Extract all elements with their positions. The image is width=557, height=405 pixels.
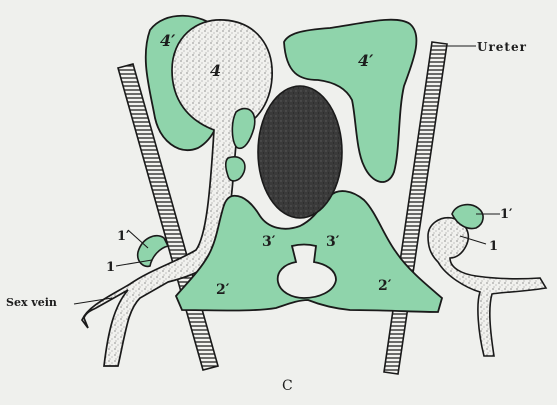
label-1-left: 1 xyxy=(106,260,115,275)
dark-central-mass xyxy=(258,86,342,218)
tissue-fragment-upper xyxy=(232,109,254,149)
tissue-fragment-lower xyxy=(226,157,245,181)
label-1-right: 1 xyxy=(489,239,498,254)
label-4-prime-right: 4′ xyxy=(358,51,374,70)
label-2-prime-right: 2′ xyxy=(378,278,392,294)
label-4-prime-left: 4′ xyxy=(160,31,176,50)
label-sex-vein: Sex vein xyxy=(6,296,57,309)
leader-1-prime-left xyxy=(128,230,148,248)
label-1-prime-left: 1′ xyxy=(117,229,130,244)
label-1-prime-right: 1′ xyxy=(500,207,513,222)
label-3-prime-left: 3′ xyxy=(262,234,276,250)
label-3-prime-right: 3′ xyxy=(326,234,340,250)
label-ureter: Ureter xyxy=(477,40,527,54)
stippled-structure-4 xyxy=(82,20,272,366)
label-2-prime-left: 2′ xyxy=(216,282,230,298)
label-4: 4 xyxy=(210,61,221,80)
right-stippled-structure-1 xyxy=(428,218,546,356)
figure-caption: C xyxy=(282,378,293,394)
